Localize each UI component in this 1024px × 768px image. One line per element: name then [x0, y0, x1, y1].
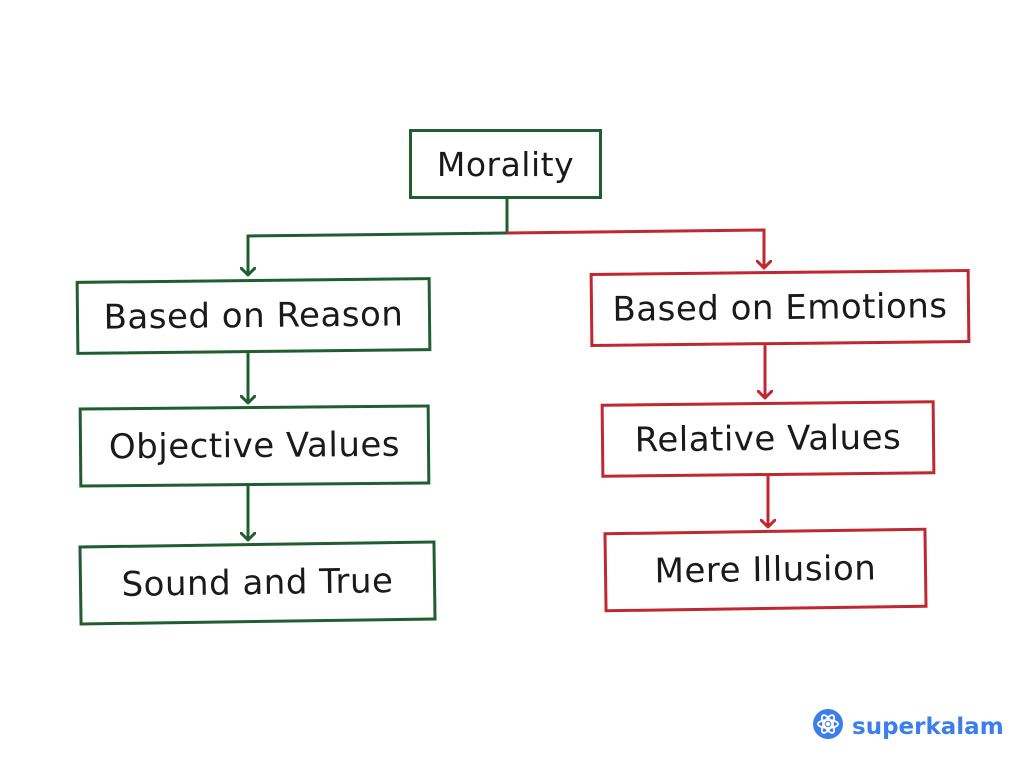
node-label: Relative Values — [634, 417, 902, 461]
node-objective-values: Objective Values — [78, 404, 431, 488]
node-sound-and-true: Sound and True — [78, 540, 437, 626]
node-mere-illusion: Mere Illusion — [603, 527, 928, 613]
node-label: Based on Emotions — [612, 286, 948, 330]
logo-text: superkalam — [852, 713, 1004, 740]
node-label: Morality — [436, 144, 575, 184]
node-label: Objective Values — [108, 424, 401, 468]
right-branch-line — [506, 228, 764, 268]
node-label: Based on Reason — [103, 294, 404, 338]
brand-logo: superkalam — [812, 708, 1004, 745]
node-based-on-emotions: Based on Emotions — [589, 269, 971, 347]
left-branch-line — [248, 231, 508, 275]
atom-icon — [812, 708, 844, 745]
node-morality: Morality — [409, 129, 602, 199]
node-based-on-reason: Based on Reason — [75, 277, 432, 355]
node-label: Sound and True — [121, 561, 394, 605]
node-relative-values: Relative Values — [600, 400, 936, 478]
node-label: Mere Illusion — [654, 548, 877, 592]
